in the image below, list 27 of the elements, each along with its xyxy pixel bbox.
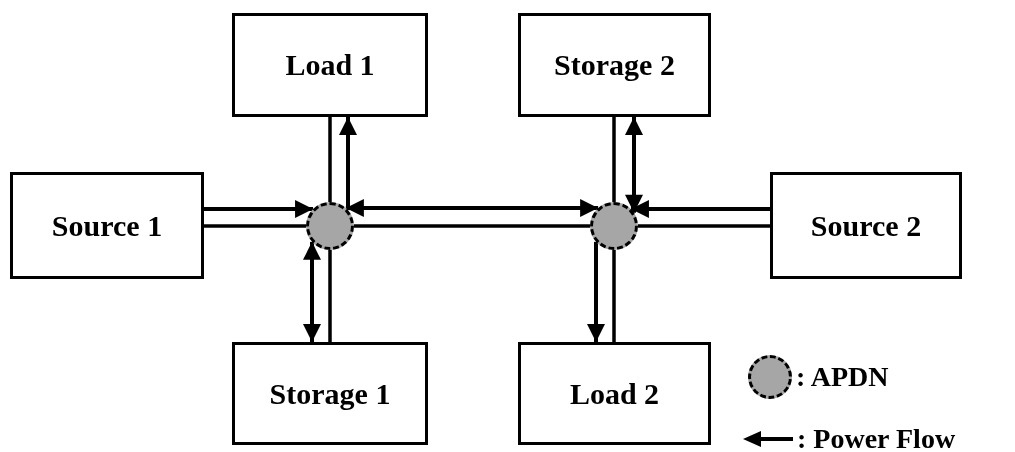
connection-line [204, 224, 306, 228]
block-box [232, 13, 428, 117]
legend-label: : APDN [796, 360, 889, 394]
power-flow-arrow [345, 199, 599, 217]
connection-line [638, 224, 770, 228]
block-label: Load 1 [285, 47, 375, 84]
power-flow-arrow [587, 241, 605, 342]
block-box [518, 13, 711, 117]
block-label: Storage 1 [269, 375, 391, 412]
block-box [232, 342, 428, 445]
connection-line [612, 117, 616, 202]
connection-line [328, 117, 332, 202]
connection-line [328, 250, 332, 342]
power-flow-arrow [625, 117, 643, 213]
power-flow-arrow [204, 200, 314, 218]
power-flow-arrow [630, 200, 770, 218]
block-label: Load 2 [569, 375, 660, 412]
block-label: Source 1 [51, 207, 163, 244]
connection-line [354, 224, 590, 228]
block-label: Storage 2 [554, 47, 675, 84]
legend-label: : Power Flow [797, 422, 956, 452]
power-flow-arrow [303, 241, 321, 342]
block-box [518, 342, 711, 445]
block-label: Source 2 [810, 207, 922, 244]
connection-line [612, 250, 616, 342]
block-box [10, 172, 204, 279]
block-box [770, 172, 962, 279]
